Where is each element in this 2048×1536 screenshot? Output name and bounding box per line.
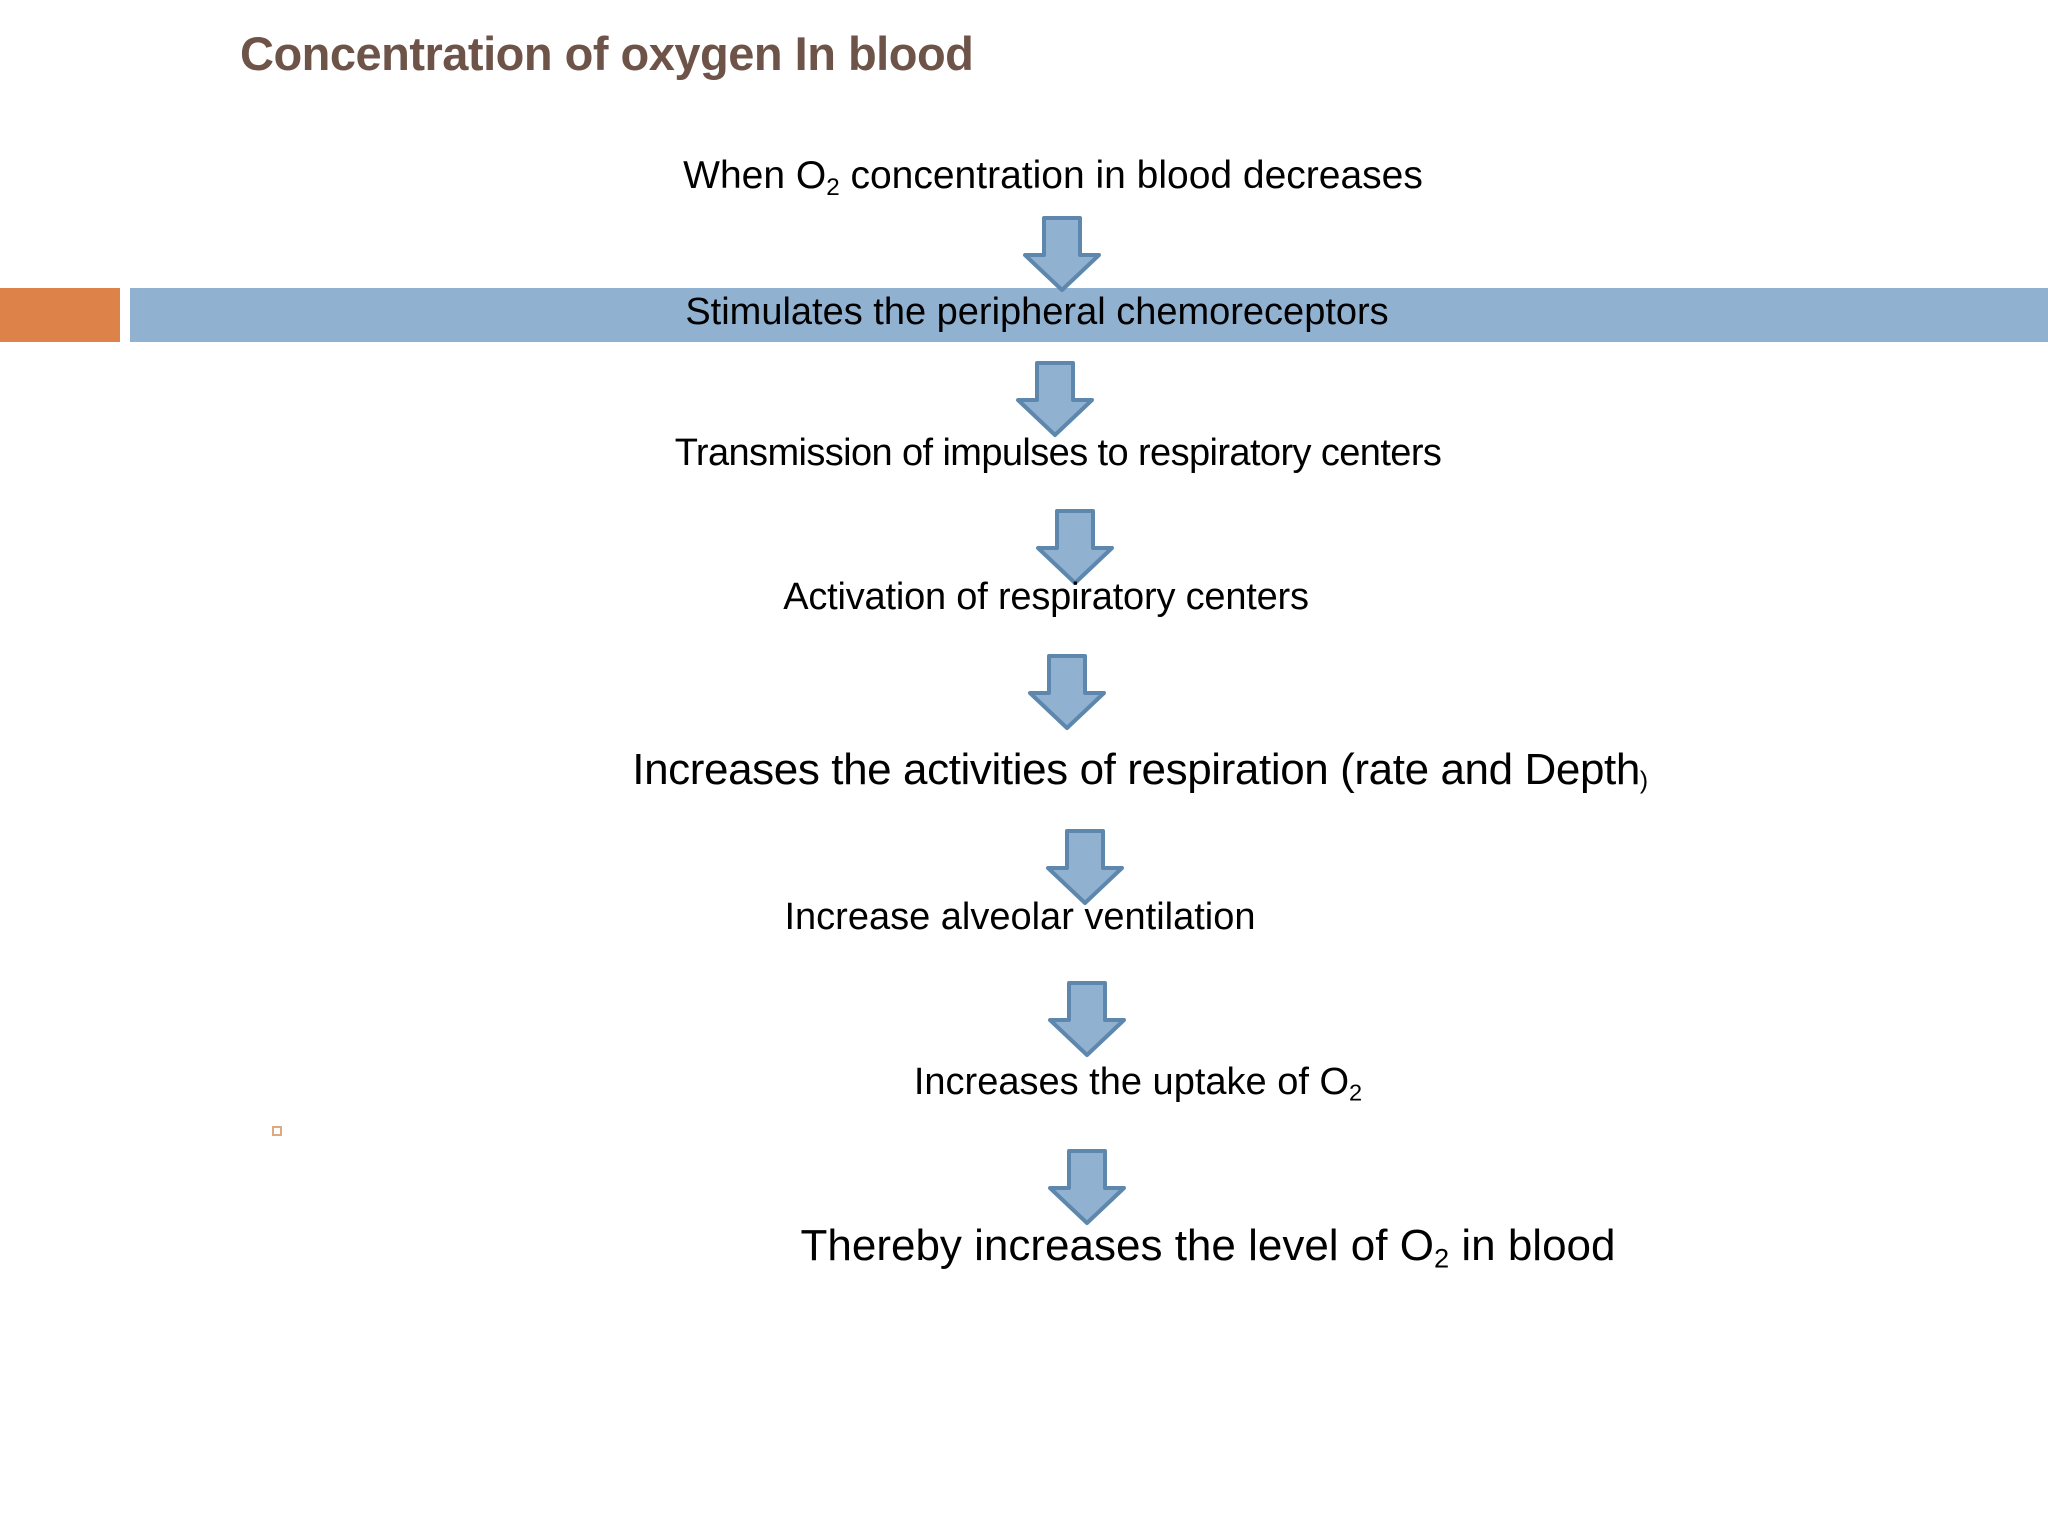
page-title: Concentration of oxygen In blood — [240, 27, 974, 80]
down-arrow-icon — [1045, 1148, 1129, 1226]
flow-step-6-text: Increases the uptake of O — [913, 1061, 1350, 1103]
flow-step-0-text-after: concentration in blood decreases — [839, 154, 1423, 197]
down-arrow-icon — [1025, 653, 1109, 731]
flow-step-5-text: Increase alveolar ventilation — [784, 896, 1256, 938]
flow-step-1: Stimulates the peripheral chemoreceptors — [685, 293, 1388, 331]
down-arrow-icon — [1013, 360, 1097, 438]
flow-step-5: Increase alveolar ventilation — [784, 898, 1255, 936]
accent-bar-blue — [130, 288, 2048, 342]
flow-step-7-subscript: 2 — [1433, 1242, 1450, 1274]
flow-step-0-text: When O — [683, 154, 827, 197]
square-bullet-icon — [272, 1126, 282, 1136]
down-arrow-icon — [1043, 828, 1127, 906]
flow-step-7-text: Thereby increases the level of O — [800, 1221, 1434, 1270]
flow-step-3: Activation of respiratory centers — [783, 578, 1309, 616]
flow-step-0: When O2 concentration in blood decreases — [683, 156, 1423, 200]
down-arrow-icon — [1045, 980, 1129, 1058]
down-arrow-icon — [1033, 508, 1117, 586]
flow-step-6-subscript: 2 — [1349, 1079, 1363, 1106]
accent-bar-orange — [0, 288, 120, 342]
flow-step-3-text: Activation of respiratory centers — [783, 576, 1309, 618]
flow-step-7: Thereby increases the level of O2 in blo… — [801, 1224, 1616, 1272]
flow-step-2: Transmission of impulses to respiratory … — [675, 434, 1442, 472]
flow-step-4-text: Increases the activities of respiration … — [632, 745, 1640, 794]
flow-step-2-text: Transmission of impulses to respiratory … — [674, 432, 1442, 474]
flow-step-6: Increases the uptake of O2 — [914, 1063, 1362, 1105]
flow-step-4-text-after: ) — [1639, 767, 1648, 795]
down-arrow-icon — [1020, 215, 1104, 293]
flow-step-0-subscript: 2 — [826, 173, 840, 201]
flow-step-7-text-after: in blood — [1449, 1221, 1616, 1270]
flow-step-4: Increases the activities of respiration … — [632, 745, 1648, 795]
flow-step-1-text: Stimulates the peripheral chemoreceptors — [685, 291, 1389, 333]
